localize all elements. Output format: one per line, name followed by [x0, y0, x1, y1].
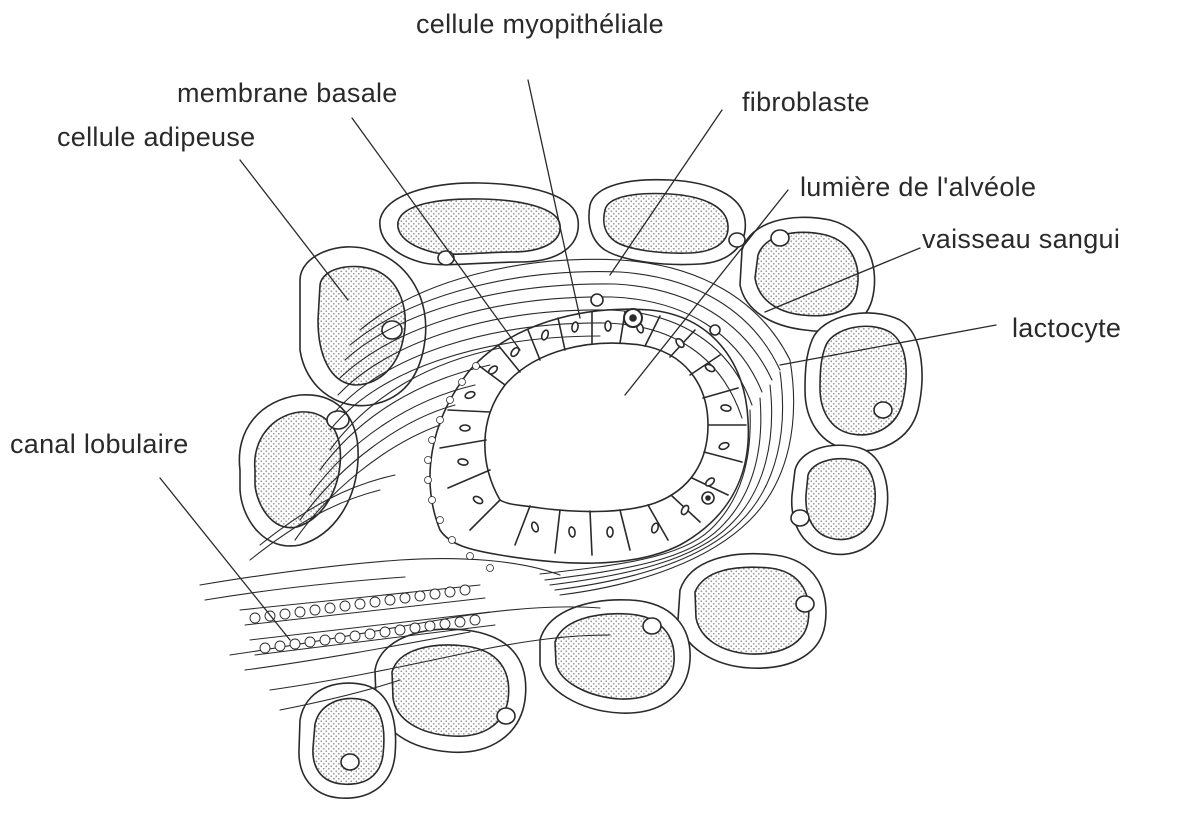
- leader-adipocyte: [240, 160, 348, 300]
- adipocyte-nucleus: [796, 596, 814, 612]
- label-lactocyte: lactocyte: [1012, 313, 1121, 344]
- label-adipocyte: cellule adipeuse: [57, 122, 255, 153]
- adipocyte-fat-droplet: [392, 645, 509, 736]
- adipocyte-fat-droplet: [695, 567, 809, 654]
- label-basement-membrane: membrane basale: [177, 78, 398, 109]
- adipocyte-fat-droplet: [313, 699, 384, 785]
- adipocyte-nucleus: [874, 402, 892, 418]
- alveolus: [430, 294, 748, 563]
- adipocyte-nucleus: [382, 321, 402, 339]
- adipocyte-nucleus: [438, 251, 454, 265]
- label-myoepithelial-cell: cellule myopithéliale: [416, 9, 664, 40]
- adipocyte-nucleus: [341, 754, 359, 770]
- label-blood-vessel: vaisseau sangui: [922, 224, 1120, 255]
- adipocyte-nucleus: [771, 230, 789, 246]
- lumen-outline: [485, 343, 708, 511]
- label-lobular-duct: canal lobulaire: [10, 429, 189, 460]
- adipocyte-fat-droplet: [806, 459, 875, 540]
- adipocyte-fat-droplet: [820, 326, 906, 435]
- adipocyte-nucleus: [497, 708, 515, 724]
- adipocyte-fat-droplet: [755, 232, 858, 315]
- label-fibroblast: fibroblaste: [742, 87, 870, 118]
- adipocyte-nucleus: [643, 618, 661, 634]
- adipocyte-fat-droplet: [604, 194, 728, 254]
- adipocyte-nucleus: [729, 233, 745, 247]
- adipocyte-nucleus: [791, 510, 809, 526]
- label-alveolus-lumen: lumière de l'alvéole: [800, 172, 1036, 203]
- adipocyte-fat-droplet: [398, 199, 560, 254]
